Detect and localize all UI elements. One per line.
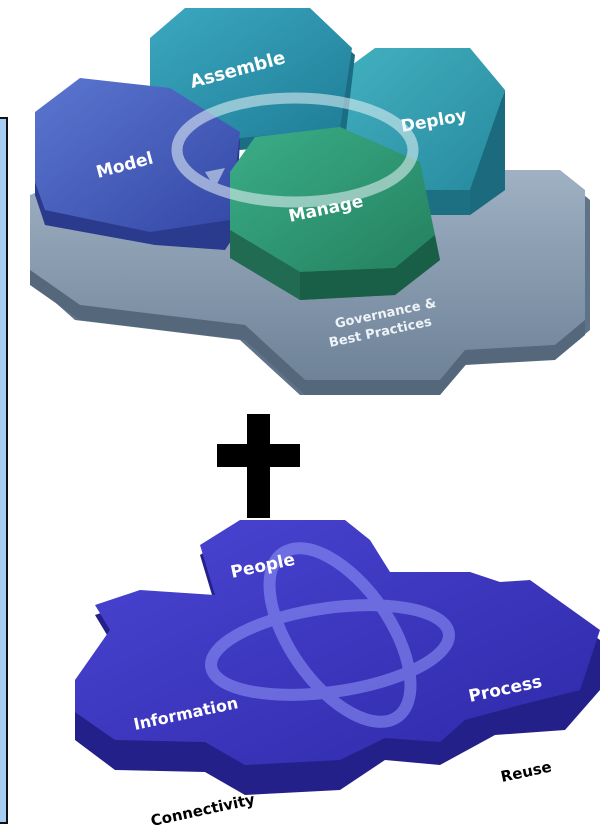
left-side-panel [0,117,8,824]
lifecycle-cycle-arrow [171,92,419,208]
lifecycle-diagram: Governance & Best Practices Deploy Assem… [30,8,590,395]
connectivity-label: Connectivity [149,790,257,830]
bottom-slab-top [75,520,600,765]
reuse-label: Reuse [499,758,553,786]
soa-foundation-diagram: People Information Process Reuse Connect… [75,520,600,830]
people-process-information-rings [205,542,455,728]
plus-icon [217,414,300,518]
cycle-arrowhead-icon [205,168,225,188]
